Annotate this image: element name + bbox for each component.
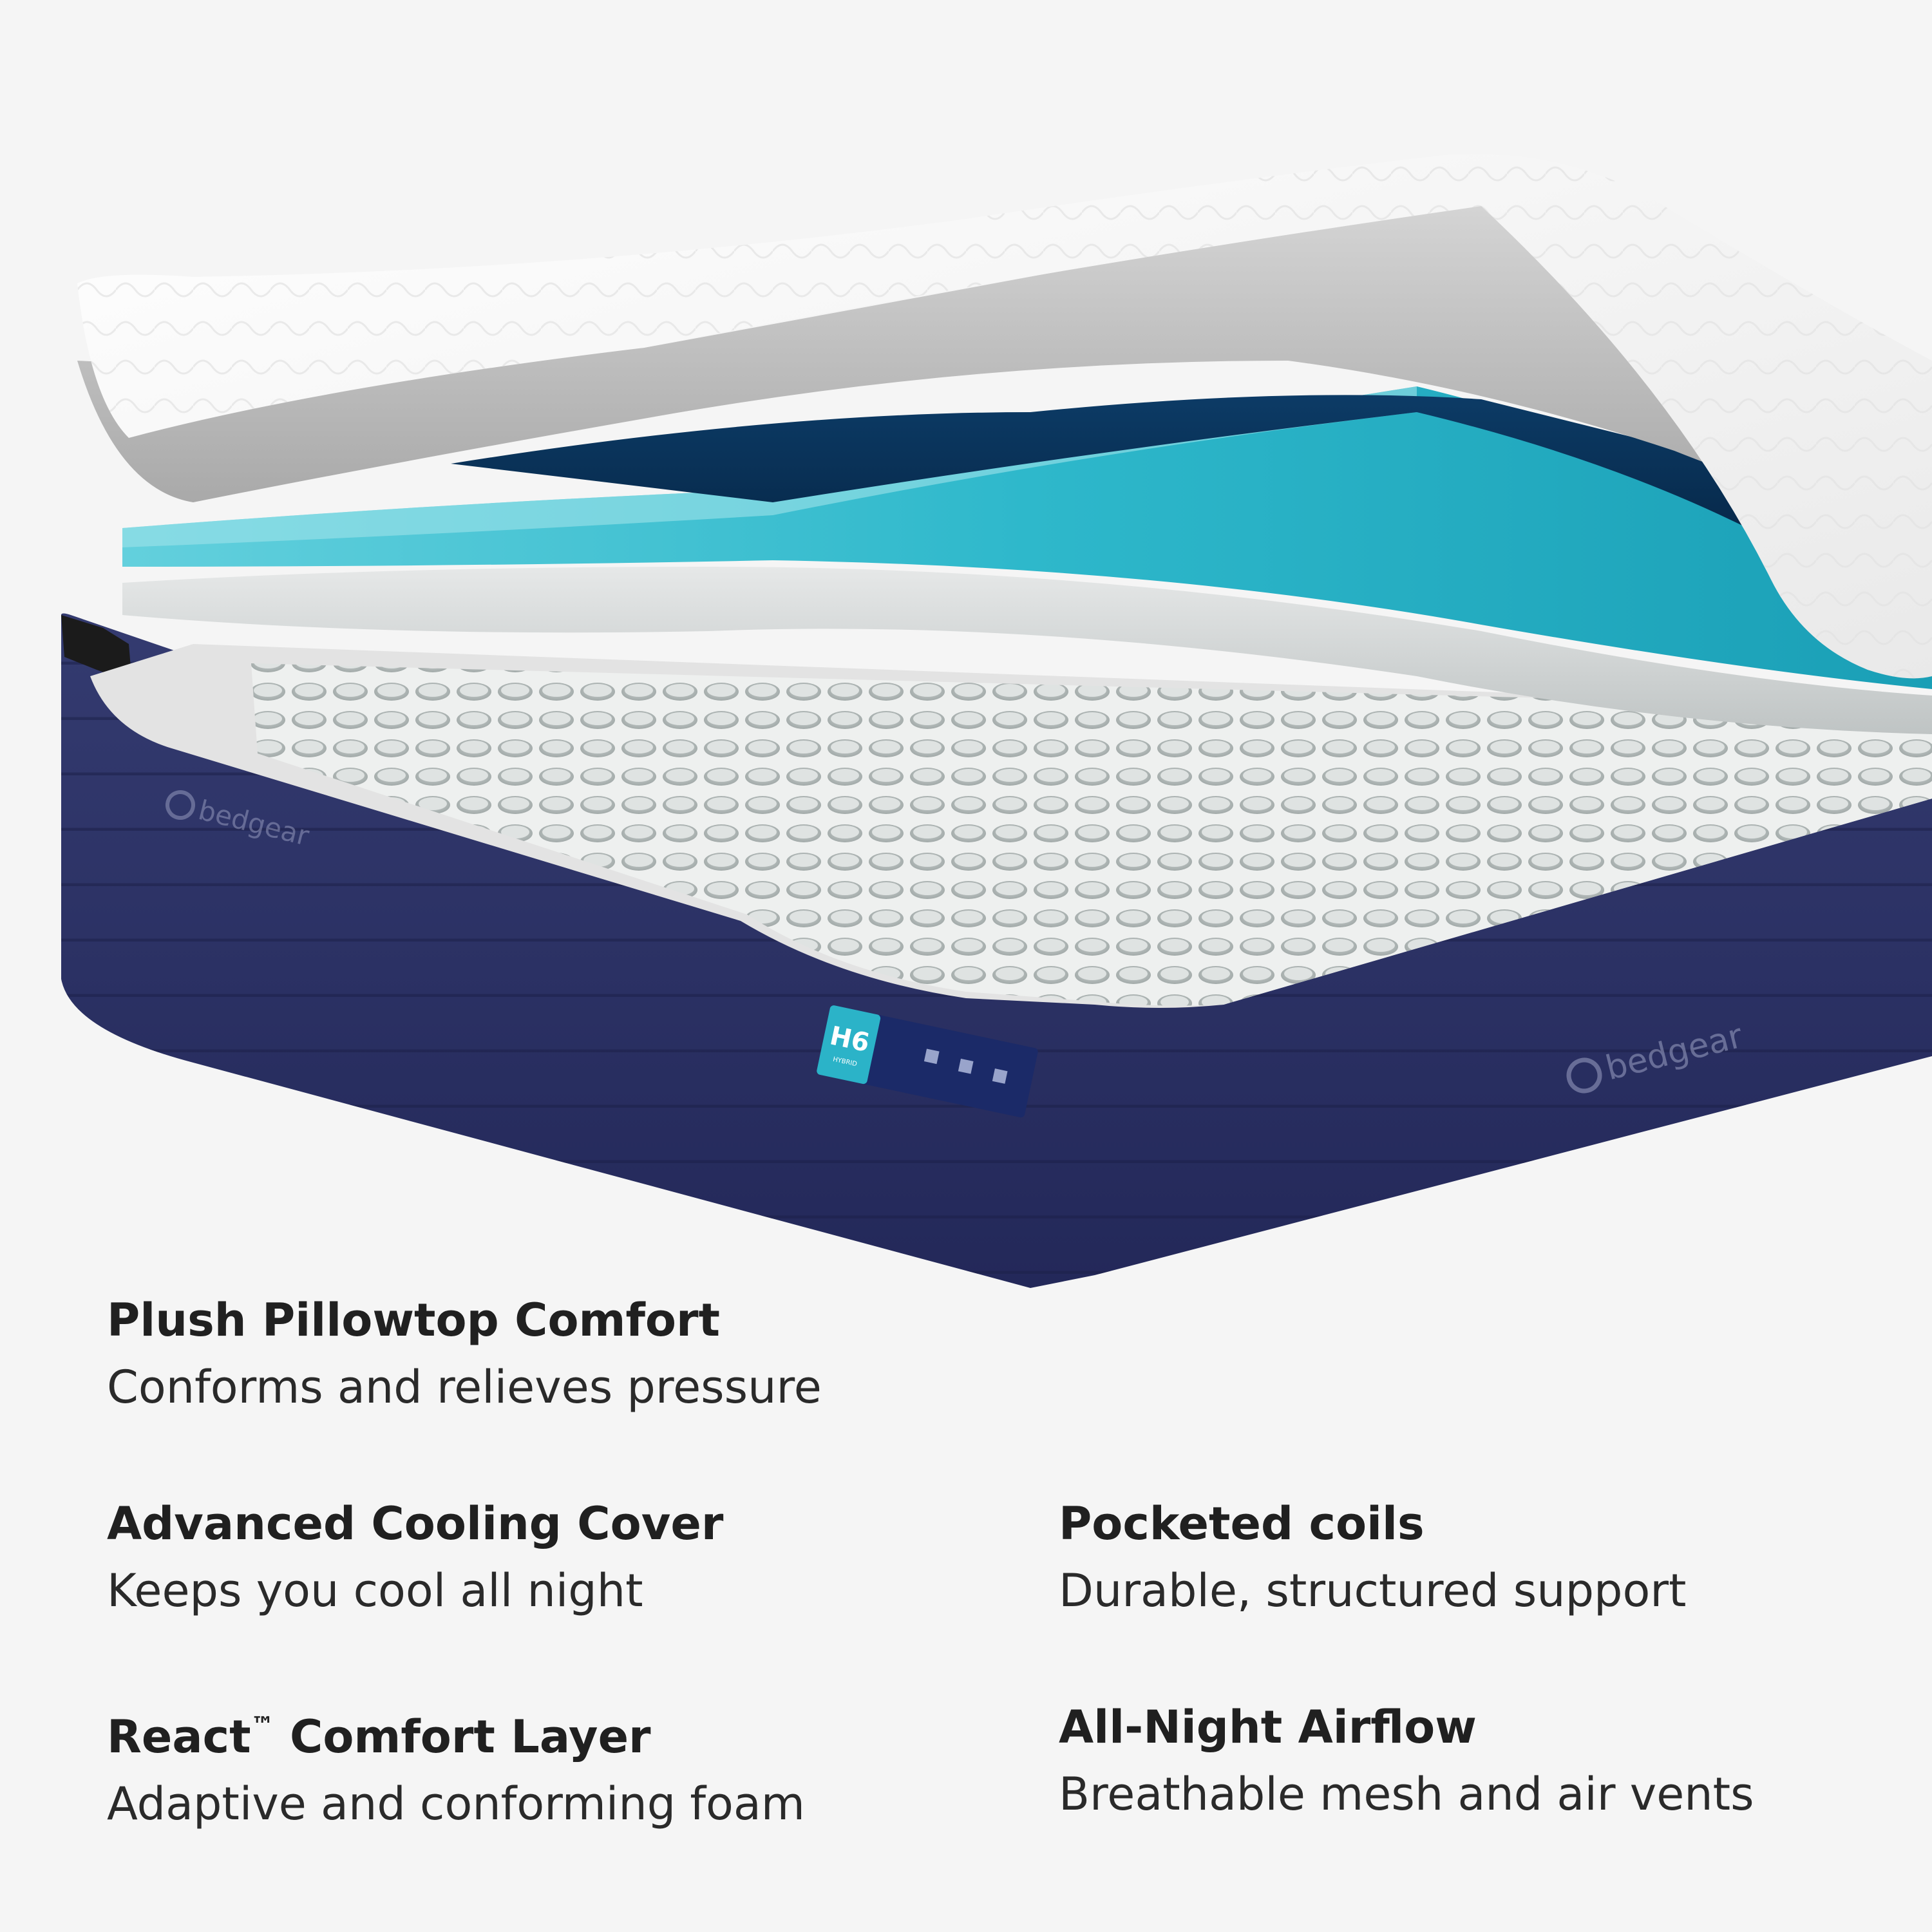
feature-title: All-Night Airflow	[1059, 1701, 1477, 1754]
feature-all-night-airflow: All-Night Airflow Breathable mesh and ai…	[1059, 1700, 1896, 1821]
mattress-layers-illustration: bedgear bedgear H6 HYBRID	[61, 154, 1932, 1288]
react-comfort-layer-foam	[122, 386, 1932, 689]
feature-title-suffix: Comfort Layer	[274, 1710, 651, 1763]
snowflake-icon	[923, 1048, 940, 1065]
trademark-mark: ™	[251, 1712, 274, 1739]
comfort-layer-grey	[122, 567, 1932, 734]
airflow-icon	[992, 1068, 1008, 1084]
feature-description: Conforms and relieves pressure	[107, 1361, 822, 1414]
feature-cooling-cover: Advanced Cooling Cover Keeps you cool al…	[107, 1497, 944, 1618]
feature-description: Keeps you cool all night	[107, 1564, 643, 1617]
feature-description: Adaptive and conforming foam	[107, 1777, 805, 1830]
pocketed-coils	[251, 663, 1932, 1006]
feature-plush-pillowtop: Plush Pillowtop Comfort Conforms and rel…	[107, 1293, 944, 1414]
model-tag: H6 HYBRID	[817, 1005, 1038, 1118]
heat-icon	[958, 1058, 974, 1074]
cover-underside	[77, 193, 1803, 502]
feature-description: Durable, structured support	[1059, 1564, 1687, 1617]
feature-title: Plush Pillowtop Comfort	[107, 1294, 721, 1347]
feature-title: Pocketed coils	[1059, 1497, 1425, 1550]
plush-pillowtop-cover	[77, 154, 1932, 679]
feature-description: Breathable mesh and air vents	[1059, 1768, 1754, 1821]
feature-title: Advanced Cooling Cover	[107, 1497, 724, 1550]
feature-title-name: React	[107, 1710, 251, 1763]
feature-pocketed-coils: Pocketed coils Durable, structured suppo…	[1059, 1497, 1896, 1618]
cooling-gap	[451, 395, 1932, 644]
feature-react-comfort-layer: React™ Comfort Layer Adaptive and confor…	[107, 1699, 944, 1831]
feature-title: React™ Comfort Layer	[107, 1699, 944, 1764]
